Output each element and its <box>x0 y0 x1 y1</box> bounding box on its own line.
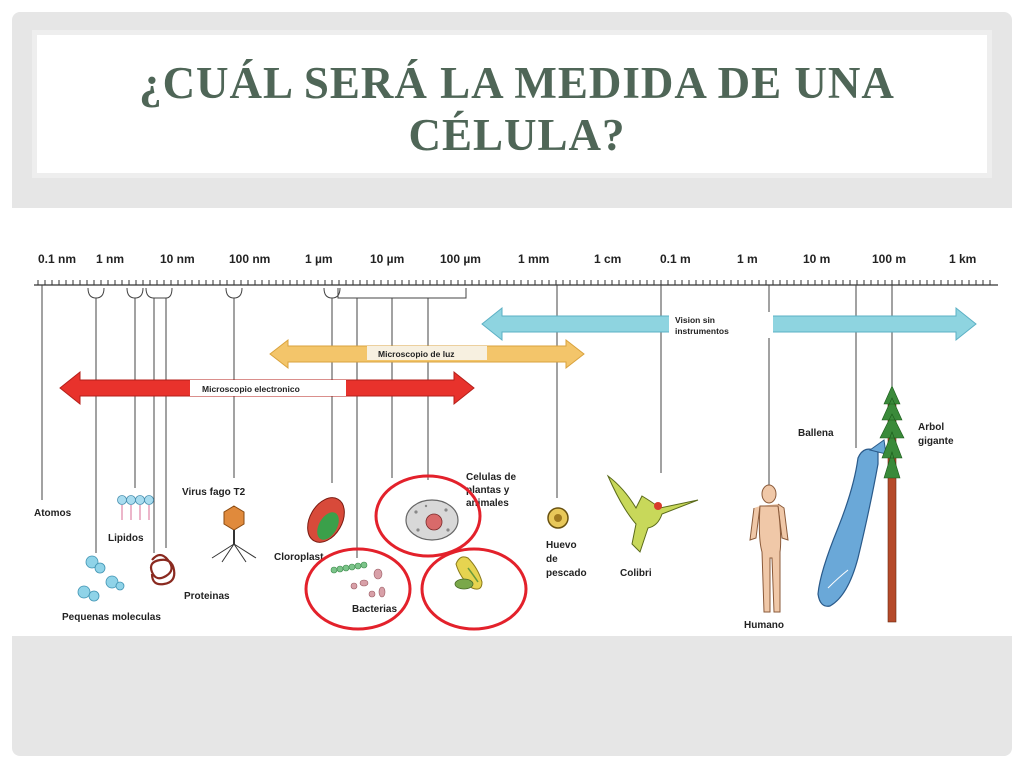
highlight-circles <box>304 474 528 631</box>
label-celulas-1: Celulas de <box>466 472 516 483</box>
label-cloroplasto: Cloroplast <box>274 552 324 563</box>
label-arbol-1: Arbol <box>918 422 944 433</box>
scale-label-1: 1 nm <box>96 252 124 266</box>
light-microscope-label: Microscopio de luz <box>378 349 455 359</box>
label-humano: Humano <box>744 620 784 631</box>
scale-label-6: 100 µm <box>440 252 481 266</box>
brackets <box>87 287 467 299</box>
size-scale-diagram: 0.1 nm 1 nm 10 nm 100 nm 1 µm 10 µm 100 … <box>12 208 1012 636</box>
label-bacterias: Bacterias <box>352 604 397 615</box>
naked-eye-label-2: instrumentos <box>675 326 729 336</box>
scale-label-2: 10 nm <box>160 252 195 266</box>
whale-icon <box>817 439 887 607</box>
highlight-circle-bacteria <box>304 547 412 631</box>
slide: ¿CUÁL SERÁ LA MEDIDA DE UNA CÉLULA? 0.1 … <box>12 12 1012 756</box>
title-box: ¿CUÁL SERÁ LA MEDIDA DE UNA CÉLULA? <box>32 30 992 178</box>
label-huevo-1: Huevo <box>546 540 577 551</box>
scale-label-5: 10 µm <box>370 252 404 266</box>
label-moleculas: Pequenas moleculas <box>62 612 161 623</box>
virus-icon <box>211 505 257 563</box>
scale-ruler <box>34 280 998 286</box>
animal-cell-icon <box>405 499 459 541</box>
label-colibri: Colibri <box>620 568 652 579</box>
slide-title: ¿CUÁL SERÁ LA MEDIDA DE UNA CÉLULA? <box>139 58 895 160</box>
label-proteinas: Proteinas <box>184 591 230 602</box>
bacteria-icon <box>330 561 386 598</box>
label-atomos: Atomos <box>34 508 72 519</box>
scale-label-11: 10 m <box>803 252 830 266</box>
scale-label-9: 0.1 m <box>660 252 691 266</box>
scale-label-4: 1 µm <box>305 252 333 266</box>
scale-labels: 0.1 nm 1 nm 10 nm 100 nm 1 µm 10 µm 100 … <box>38 252 976 266</box>
label-arbol-2: gigante <box>918 436 954 447</box>
highlight-circle-plant-cell <box>420 547 528 631</box>
giant-tree-icon <box>879 385 905 623</box>
light-microscope-band: Microscopio de luz <box>269 338 585 370</box>
scale-label-8: 1 cm <box>594 252 621 266</box>
label-huevo-3: pescado <box>546 568 587 579</box>
electron-microscope-label: Microscopio electronico <box>202 384 300 394</box>
label-virus: Virus fago T2 <box>182 487 246 498</box>
label-celulas-2: plantas y <box>466 485 510 496</box>
label-celulas-3: animales <box>466 498 509 509</box>
electron-microscope-band: Microscopio electronico <box>59 370 475 406</box>
label-huevo-2: de <box>546 554 558 565</box>
chloroplast-icon <box>307 497 345 543</box>
molecules-icon <box>77 555 125 602</box>
ruler-ticks <box>37 280 991 285</box>
lipid-icon <box>117 495 154 520</box>
naked-eye-band: Vision sin instrumentos <box>481 306 977 342</box>
naked-eye-label-1: Vision sin <box>675 315 715 325</box>
scale-label-0: 0.1 nm <box>38 252 76 266</box>
human-icon <box>749 484 789 613</box>
label-lipidos: Lipidos <box>108 533 144 544</box>
scale-label-10: 1 m <box>737 252 758 266</box>
protein-icon <box>149 553 176 586</box>
fish-egg-icon <box>547 507 569 529</box>
scale-label-12: 100 m <box>872 252 906 266</box>
plant-cell-icon <box>454 556 483 590</box>
scale-svg: 0.1 nm 1 nm 10 nm 100 nm 1 µm 10 µm 100 … <box>34 252 998 631</box>
scale-label-7: 1 mm <box>518 252 549 266</box>
scale-label-13: 1 km <box>949 252 976 266</box>
hummingbird-icon <box>606 474 699 553</box>
highlight-circle-cells <box>374 474 482 558</box>
label-ballena: Ballena <box>798 428 834 439</box>
scale-label-3: 100 nm <box>229 252 270 266</box>
